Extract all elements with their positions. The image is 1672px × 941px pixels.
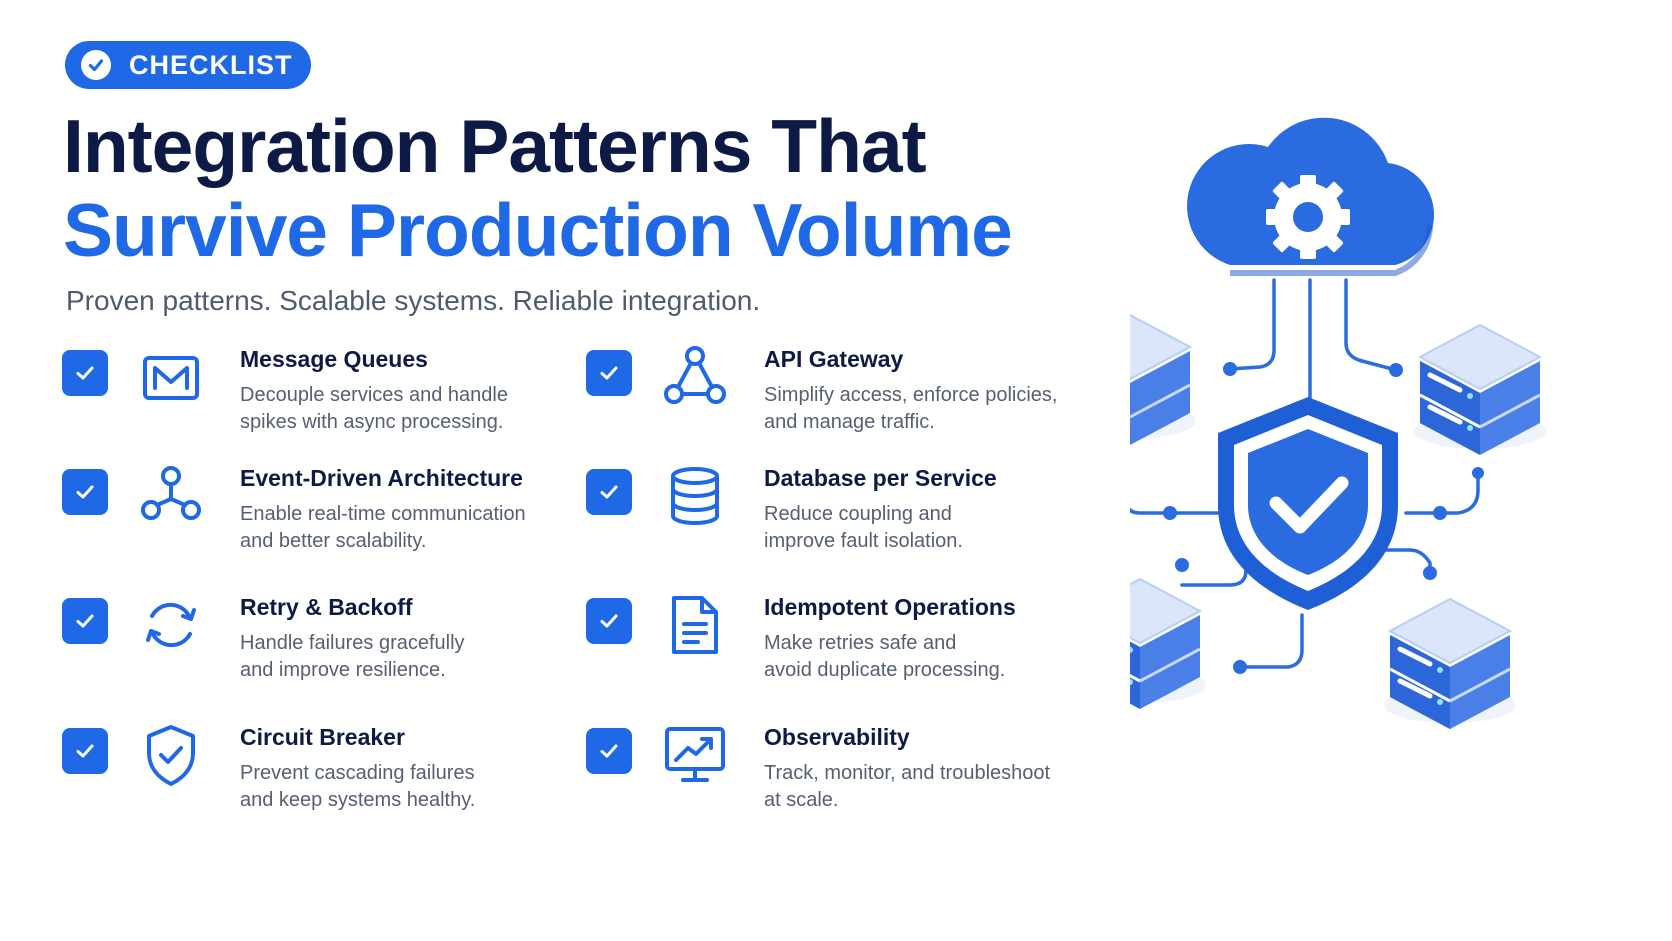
item-description-line: improve fault isolation. [764,530,963,552]
item-title: Observability [764,724,910,750]
page-title: Integration Patterns That Survive Produc… [63,104,1013,272]
retry-arrows-icon [138,592,204,658]
checkbox[interactable] [586,350,632,396]
checklist-item-event-driven: Event-Driven Architecture Enable real-ti… [62,465,532,579]
item-title: API Gateway [764,346,904,372]
event-nodes-icon [138,463,204,529]
checklist-item-message-queues: Message Queues Decouple services and han… [62,346,532,460]
item-description-line: Simplify access, enforce policies, [764,384,1058,406]
checklist-item-retry-backoff: Retry & Backoff Handle failures graceful… [62,594,532,708]
item-description-line: Prevent cascading failures [240,762,475,784]
item-description: Decouple services and handle spikes with… [240,382,560,436]
item-description-line: Handle failures gracefully [240,632,465,654]
server-stack-icon [1384,599,1516,729]
check-circle-icon [81,50,111,80]
item-description: Prevent cascading failures and keep syst… [240,760,560,814]
checklist-item-observability: Observability Track, monitor, and troubl… [586,724,1056,838]
item-title: Retry & Backoff [240,594,413,620]
item-description-line: and improve resilience. [240,659,446,681]
item-description: Track, monitor, and troubleshoot at scal… [764,760,1084,814]
item-description-line: Enable real-time communication [240,503,526,525]
cloud-network-illustration [1130,105,1650,825]
checkbox[interactable] [62,598,108,644]
item-description: Simplify access, enforce policies, and m… [764,382,1084,436]
item-description-line: Decouple services and handle [240,384,508,406]
item-title: Database per Service [764,465,997,491]
item-title: Circuit Breaker [240,724,405,750]
shield-check-icon [138,722,204,788]
item-title: Idempotent Operations [764,594,1016,620]
checklist-item-circuit-breaker: Circuit Breaker Prevent cascading failur… [62,724,532,838]
database-icon [662,463,728,529]
item-title: Message Queues [240,346,428,372]
title-line-1: Integration Patterns That [63,104,927,188]
item-description-line: and manage traffic. [764,411,935,433]
checkbox[interactable] [586,728,632,774]
network-triangle-icon [662,344,728,410]
badge-label: CHECKLIST [129,49,293,80]
checklist-item-idempotent-operations: Idempotent Operations Make retries safe … [586,594,1056,708]
item-description-line: Track, monitor, and troubleshoot [764,762,1051,784]
item-title: Event-Driven Architecture [240,465,523,491]
checkbox[interactable] [586,598,632,644]
document-icon [662,592,728,658]
monitor-chart-icon [662,722,728,788]
item-description-line: at scale. [764,789,839,811]
connector-dots [1163,362,1484,674]
item-description-line: and keep systems healthy. [240,789,476,811]
item-description: Make retries safe and avoid duplicate pr… [764,630,1084,684]
item-description: Reduce coupling and improve fault isolat… [764,501,1084,555]
connector-lines [1130,278,1480,669]
item-description: Enable real-time communication and bette… [240,501,560,555]
item-description-line: avoid duplicate processing. [764,659,1006,681]
security-shield-icon [1218,397,1398,610]
server-stack-icon [1414,325,1546,455]
checklist-badge: CHECKLIST [65,41,311,89]
checklist-item-database-per-service: Database per Service Reduce coupling and… [586,465,1056,579]
checkbox[interactable] [62,728,108,774]
checkbox[interactable] [62,469,108,515]
item-description: Handle failures gracefully and improve r… [240,630,560,684]
item-description-line: and better scalability. [240,530,427,552]
checkbox[interactable] [586,469,632,515]
server-stack-icon [1130,315,1196,445]
item-description-line: Make retries safe and [764,632,957,654]
item-description-line: spikes with async processing. [240,411,504,433]
title-line-2: Survive Production Volume [63,188,1013,272]
item-description-line: Reduce coupling and [764,503,952,525]
envelope-icon [138,344,204,410]
cloud-gear-icon [1187,117,1434,276]
subtitle: Proven patterns. Scalable systems. Relia… [66,285,761,316]
checkbox[interactable] [62,350,108,396]
checklist-item-api-gateway: API Gateway Simplify access, enforce pol… [586,346,1057,460]
server-stack-icon [1130,579,1206,709]
